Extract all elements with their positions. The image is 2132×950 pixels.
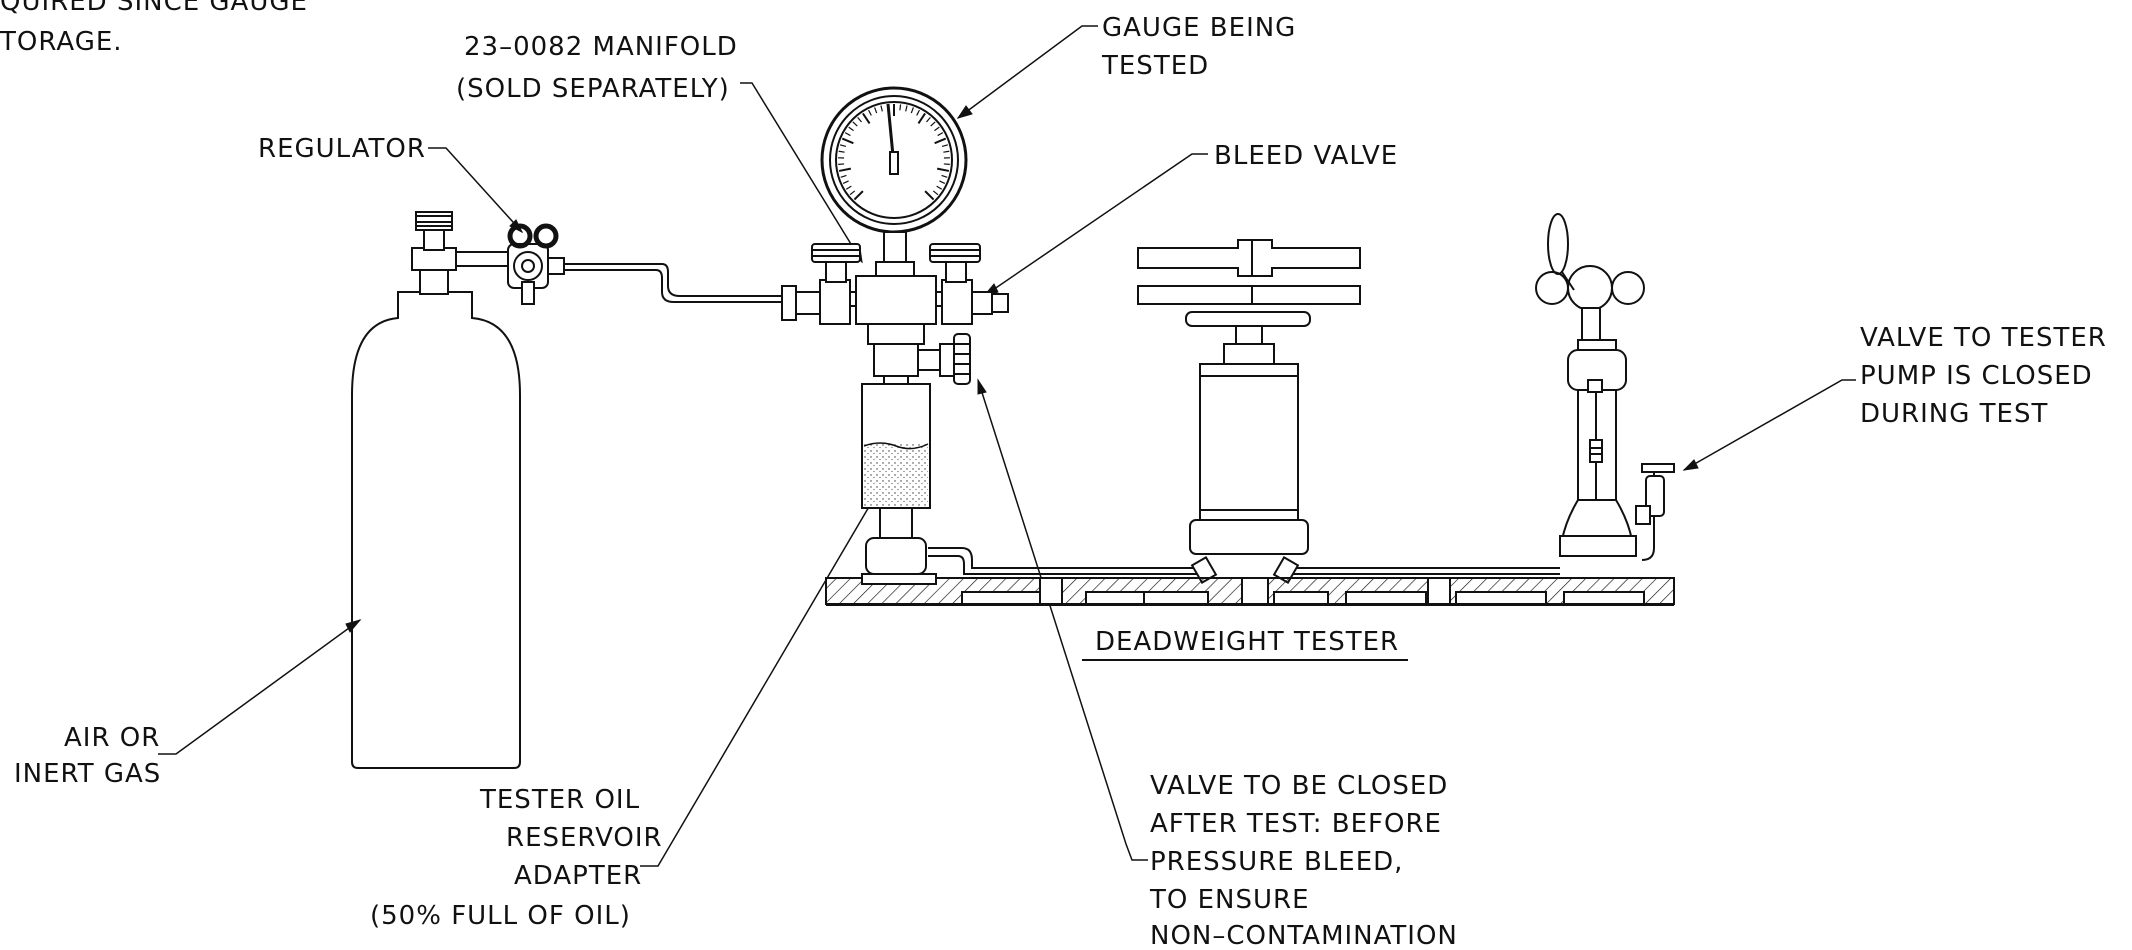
gauge-tick — [838, 150, 845, 153]
gauge-tick — [943, 150, 950, 153]
gauge-tick — [848, 126, 854, 132]
air-gas-label-line1: AIR OR — [64, 723, 160, 753]
gauge-tick — [926, 117, 931, 123]
valve-closed-label-line3: PRESSURE BLEED, — [1150, 847, 1403, 877]
gauge-tick — [932, 190, 939, 196]
regulator — [507, 223, 790, 305]
valve-closed-label-line1: VALVE TO BE CLOSED — [1150, 771, 1448, 801]
valve-closed-label-line4: TO ENSURE — [1149, 885, 1310, 915]
gauge-tick — [936, 167, 950, 172]
corner-note-line2: TORAGE. — [0, 27, 123, 57]
reservoir-leader — [640, 487, 881, 867]
tester-pump-valve-leader — [1683, 379, 1856, 471]
gauge-tick — [853, 190, 864, 201]
manifold-leader — [740, 82, 863, 263]
gauge-tick — [899, 104, 902, 111]
test-gauge — [820, 86, 968, 279]
gauge-tick — [936, 185, 943, 190]
manifold-label-line2: (SOLD SEPARATELY) — [456, 74, 730, 104]
valve-closed-label-line5: NON–CONTAMINATION — [1150, 921, 1458, 950]
oil-line — [928, 547, 1560, 585]
gauge-tick — [844, 132, 851, 137]
gauge-tick — [857, 117, 862, 123]
base-plate — [825, 573, 1675, 606]
gauge-tick — [849, 190, 856, 196]
valve-closed-label-line2: AFTER TEST: BEFORE — [1150, 809, 1442, 839]
gauge-tick — [852, 121, 858, 127]
gauge-tick — [862, 112, 871, 124]
gauge-tick — [874, 107, 878, 114]
manifold-label-line1: 23–0082 MANIFOLD — [464, 32, 738, 62]
gauge-tick — [840, 174, 847, 178]
gauge-tick — [941, 144, 949, 148]
reservoir-label-line2: RESERVOIR — [506, 823, 663, 853]
gauge-label-line2: TESTED — [1101, 51, 1209, 81]
deadweight-piston — [1137, 239, 1361, 555]
gauge-tick — [845, 185, 852, 190]
tester-pump — [1535, 213, 1675, 561]
reservoir-label-line4: (50% FULL OF OIL) — [370, 901, 631, 931]
corner-note-line1: QUIRED SINCE GAUGE — [0, 0, 308, 17]
gauge-tick — [839, 144, 847, 148]
oil-reservoir — [861, 383, 931, 575]
gauge-tick — [838, 167, 852, 172]
deadweight-tester-label: DEADWEIGHT TESTER — [1095, 627, 1399, 657]
reservoir-label-line1: TESTER OIL — [479, 785, 640, 815]
gauge-tick — [910, 107, 914, 114]
tester-pump-valve-arrowhead — [1682, 459, 1699, 471]
gauge-tick — [916, 109, 920, 116]
gauge-tick — [937, 132, 944, 137]
bleed-valve-label: BLEED VALVE — [1214, 141, 1398, 171]
gauge-leader — [957, 25, 1098, 119]
gauge-tick — [905, 105, 908, 112]
gauge-arrowhead — [956, 105, 973, 119]
gauge-tick — [939, 180, 946, 184]
valve-closed-leader — [977, 379, 1148, 861]
regulator-leader — [428, 147, 523, 233]
reservoir-label-line3: ADAPTER — [514, 861, 642, 891]
gas-cylinder — [351, 211, 521, 769]
air-gas-label-line2: INERT GAS — [14, 759, 161, 789]
gauge-tick — [917, 112, 926, 124]
valve-tester-label-line3: DURING TEST — [1860, 399, 2048, 429]
valve-tester-label-line2: PUMP IS CLOSED — [1860, 361, 2093, 391]
gauge-tick — [880, 105, 883, 112]
gauge-tick — [924, 190, 935, 201]
gauge-tick — [934, 126, 940, 132]
valve-closed-arrowhead — [977, 378, 987, 395]
gauge-tick — [842, 180, 849, 184]
gauge-tick — [841, 137, 854, 145]
valve-tester-label-line1: VALVE TO TESTER — [1860, 323, 2107, 353]
gauge-tick — [930, 121, 936, 127]
gauge-tick — [868, 109, 872, 116]
air-gas-leader — [158, 619, 361, 755]
bleed-valve-leader — [983, 153, 1208, 297]
gauge-tick — [941, 174, 948, 178]
gauge-label-line1: GAUGE BEING — [1102, 13, 1296, 43]
regulator-label: REGULATOR — [258, 134, 426, 164]
gauge-tick — [934, 137, 947, 145]
manifold — [781, 243, 1009, 389]
